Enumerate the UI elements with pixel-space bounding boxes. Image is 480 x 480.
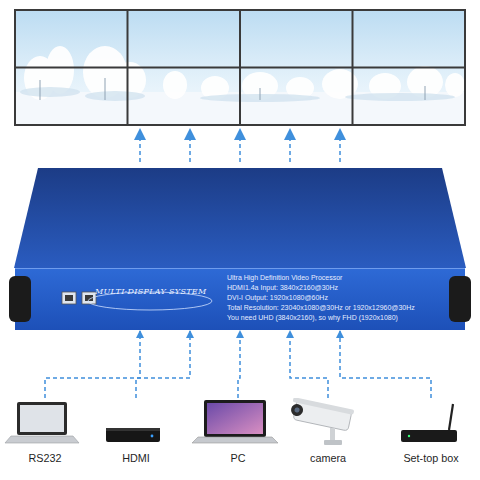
video-wall <box>15 10 465 125</box>
logo-text: MULTI-DISPLAY SYSTEM <box>95 287 206 296</box>
spec-text: HDMI1.4a Input: 3840x2160@30Hz <box>227 283 338 292</box>
source-device: RS232 <box>0 398 93 470</box>
device-label: RS232 <box>0 452 93 464</box>
device-label: Set-top box <box>383 452 479 464</box>
input-connector <box>136 331 190 398</box>
source-device: HDMI <box>88 398 184 470</box>
spec-text: Total Resolution: 23040x1080@30Hz or 192… <box>227 303 415 312</box>
output-arrows <box>140 134 340 162</box>
device-icon <box>383 398 473 448</box>
processor-housing <box>9 168 471 330</box>
input-connector <box>238 331 240 398</box>
device-icon <box>0 398 87 448</box>
source-device: Set-top box <box>383 398 479 470</box>
spec-text: DVI-I Output: 1920x1080@60Hz <box>227 293 328 302</box>
source-device: PC <box>190 398 286 470</box>
device-label: HDMI <box>88 452 184 464</box>
video-processor: MULTI-DISPLAY SYSTEM Ultra High Definitio… <box>15 268 465 330</box>
device-icon <box>280 398 370 448</box>
device-icon <box>88 398 178 448</box>
source-device: camera <box>280 398 376 470</box>
input-connector <box>290 331 328 398</box>
input-connector <box>340 331 431 398</box>
device-label: camera <box>280 452 376 464</box>
device-label: PC <box>190 452 286 464</box>
spec-text: You need UHD (3840x2160), so why FHD (19… <box>227 313 398 322</box>
spec-text: Ultra High Definition Video Processor <box>227 273 342 282</box>
input-connector <box>45 331 140 398</box>
device-icon <box>190 398 280 448</box>
